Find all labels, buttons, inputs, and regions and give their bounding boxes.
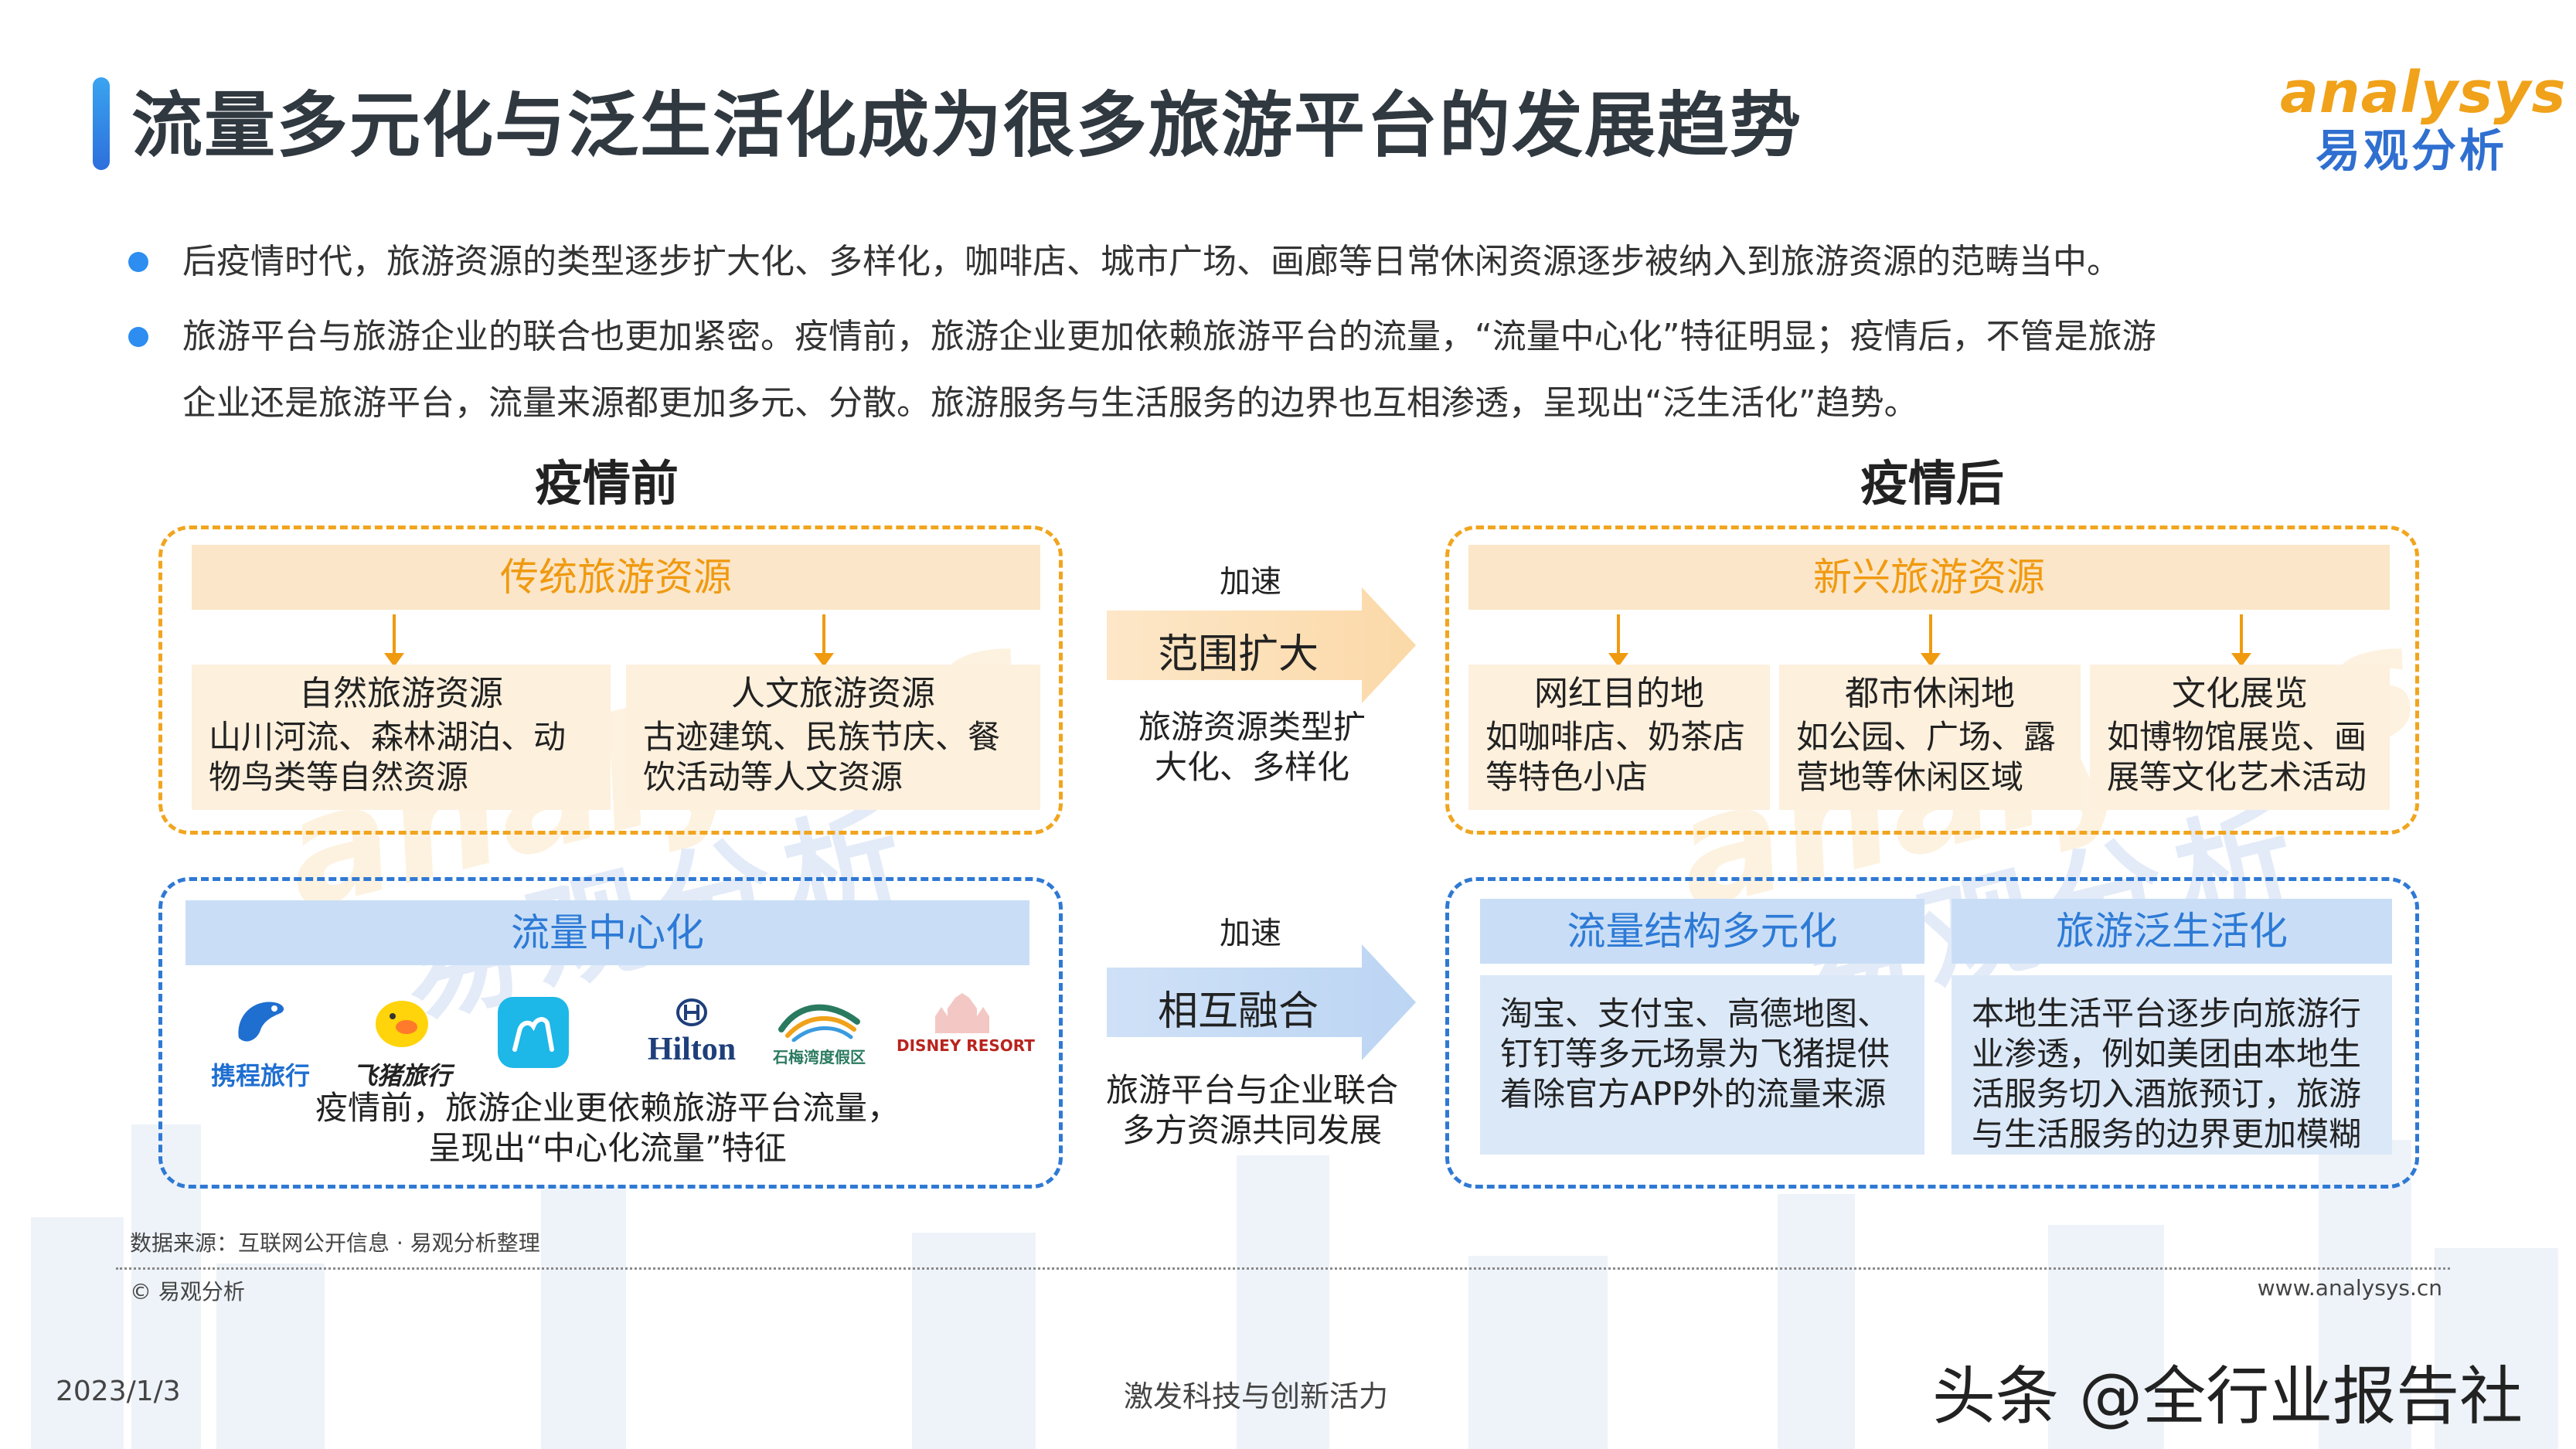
disney-resort-logo: DISNEY RESORT [897, 993, 1035, 1055]
data-source: 数据来源：互联网公开信息 · 易观分析整理 [130, 1230, 540, 1256]
card-desc: 如博物馆展览、画展等文化艺术活动 [2107, 718, 2367, 796]
castle-logo-icon [935, 993, 989, 1033]
expand-desc: 旅游资源类型扩 大化、多样化 [1090, 707, 1414, 787]
bullet-dot-icon [128, 252, 148, 272]
expand-desc-line2: 大化、多样化 [1154, 748, 1349, 786]
before-traffic-desc: 疫情前，旅游企业更依赖旅游平台流量， 呈现出“中心化流量”特征 [185, 1088, 1029, 1168]
wave-logo-icon [778, 1004, 860, 1043]
pig-logo-icon [376, 1001, 428, 1047]
website-url: www.analysys.cn [2257, 1275, 2442, 1301]
logo-en: analysys [2280, 60, 2567, 126]
card-desc: 山川河流、森林湖泊、动物鸟类等自然资源 [209, 718, 567, 796]
logo-cn: 易观分析 [2315, 124, 2507, 177]
card-title: 文化展览 [2172, 674, 2308, 713]
after-title: 疫情后 [1860, 455, 2004, 512]
after-traffic-card-2: 本地生活平台逐步向旅游行业渗透，例如美团由本地生活服务切入酒旅预订，旅游与生活服… [1952, 975, 2392, 1155]
expand-arrow-label: 范围扩大 [1157, 631, 1319, 678]
card-desc: 淘宝、支付宝、高德地图、钉钉等多元场景为飞猪提供着除官方APP外的流量来源 [1500, 995, 1890, 1113]
after-resource-card-2: 都市休闲地 如公园、广场、露营地等休闲区域 [1779, 665, 2081, 810]
merge-desc-line1: 旅游平台与企业联合 [1105, 1071, 1398, 1109]
arrow-down-icon [384, 614, 404, 667]
arrow-down-icon [814, 614, 834, 667]
before-resources-header: 传统旅游资源 [192, 545, 1040, 610]
after-traffic-header-2: 旅游泛生活化 [1952, 899, 2392, 964]
ctrip-name: 携程旅行 [210, 1061, 310, 1090]
title-accent-bar [93, 77, 110, 170]
arrow-down-icon [1608, 614, 1628, 667]
card-desc: 如公园、广场、露营地等休闲区域 [1796, 718, 2057, 796]
fliggy-name: 飞猪旅行 [352, 1061, 451, 1090]
merge-desc: 旅游平台与企业联合 多方资源共同发展 [1090, 1070, 1414, 1151]
before-resources-panel [158, 526, 1063, 835]
toutiao-watermark: 头条 @全行业报告社 [1932, 1360, 2523, 1434]
skyline-background [0, 1047, 2576, 1449]
card-title: 自然旅游资源 [299, 674, 503, 713]
expand-arrow: 范围扩大 [1107, 587, 1416, 703]
after-traffic-panel [1445, 877, 2419, 1189]
before-resource-card-1: 自然旅游资源 山川河流、森林湖泊、动物鸟类等自然资源 [192, 665, 611, 810]
right-arrow-icon [1107, 587, 1416, 703]
hilton-name: Hilton [647, 1032, 737, 1067]
after-resources-panel [1445, 526, 2419, 835]
card-title: 网红目的地 [1534, 674, 1704, 713]
card-title: 人文旅游资源 [731, 674, 935, 713]
dolphin-logo-icon [238, 1002, 284, 1042]
arrow-down-icon [2231, 614, 2251, 667]
before-traffic-panel [158, 877, 1063, 1189]
slogan: 激发科技与创新活力 [1123, 1379, 1388, 1413]
right-arrow-icon [1107, 944, 1416, 1060]
hilton-logo-icon [676, 998, 707, 1026]
bullet-2-line2: 企业还是旅游平台，流量来源都更加多元、分散。旅游服务与生活服务的边界也互相渗透，… [182, 383, 1918, 423]
disney-resort-name: DISNEY RESORT [897, 1036, 1035, 1055]
page-title: 流量多元化与泛生活化成为很多旅游平台的发展趋势 [131, 84, 1803, 167]
camel-logo-icon [498, 997, 569, 1068]
after-resource-card-3: 文化展览 如博物馆展览、画展等文化艺术活动 [2090, 665, 2390, 810]
card-desc: 本地生活平台逐步向旅游行业渗透，例如美团由本地生活服务切入酒旅预订，旅游与生活服… [1972, 995, 2362, 1153]
after-traffic-card-1: 淘宝、支付宝、高德地图、钉钉等多元场景为飞猪提供着除官方APP外的流量来源 [1480, 975, 1924, 1155]
merge-desc-line2: 多方资源共同发展 [1121, 1111, 1382, 1149]
accelerate-label-bottom: 加速 [1220, 916, 1281, 951]
before-title: 疫情前 [534, 455, 679, 512]
hilton-logo: Hilton [626, 997, 757, 1068]
bullet-dot-icon [128, 327, 148, 347]
arrow-down-icon [1921, 614, 1941, 667]
ctrip-logo: 携程旅行 [202, 993, 318, 1092]
expand-desc-line1: 旅游资源类型扩 [1138, 708, 1366, 746]
fliggy-logo: 飞猪旅行 [344, 993, 460, 1092]
copyright: © 易观分析 [130, 1279, 245, 1304]
before-resource-card-2: 人文旅游资源 古迹建筑、民族节庆、餐饮活动等人文资源 [626, 665, 1040, 810]
shimei-bay-logo: 石梅湾度假区 [757, 998, 881, 1067]
after-traffic-header-1: 流量结构多元化 [1480, 899, 1924, 964]
accelerate-label-top: 加速 [1220, 564, 1281, 600]
merge-arrow: 相互融合 [1107, 944, 1416, 1060]
bullet-1-line1: 后疫情时代，旅游资源的类型逐步扩大化、多样化，咖啡店、城市广场、画廊等日常休闲资… [182, 242, 2121, 281]
card-desc: 如咖啡店、奶茶店等特色小店 [1485, 718, 1746, 796]
bullet-2-line1: 旅游平台与旅游企业的联合也更加紧密。疫情前，旅游企业更加依赖旅游平台的流量，“流… [182, 317, 2156, 356]
after-resources-header: 新兴旅游资源 [1468, 545, 2390, 610]
shimei-bay-name: 石梅湾度假区 [773, 1048, 866, 1066]
after-resource-card-1: 网红目的地 如咖啡店、奶茶店等特色小店 [1468, 665, 1770, 810]
merge-arrow-label: 相互融合 [1157, 988, 1319, 1035]
qunar-logo [495, 995, 572, 1073]
before-traffic-header: 流量中心化 [185, 900, 1029, 965]
footer-divider [116, 1267, 2450, 1270]
card-desc: 古迹建筑、民族节庆、餐饮活动等人文资源 [643, 718, 1001, 796]
card-title: 都市休闲地 [1845, 674, 2015, 713]
analysys-logo: analysys 易观分析 [2280, 60, 2567, 178]
before-traffic-desc-line2: 呈现出“中心化流量”特征 [428, 1129, 787, 1167]
date: 2023/1/3 [56, 1376, 181, 1407]
before-traffic-desc-line1: 疫情前，旅游企业更依赖旅游平台流量， [315, 1089, 900, 1127]
